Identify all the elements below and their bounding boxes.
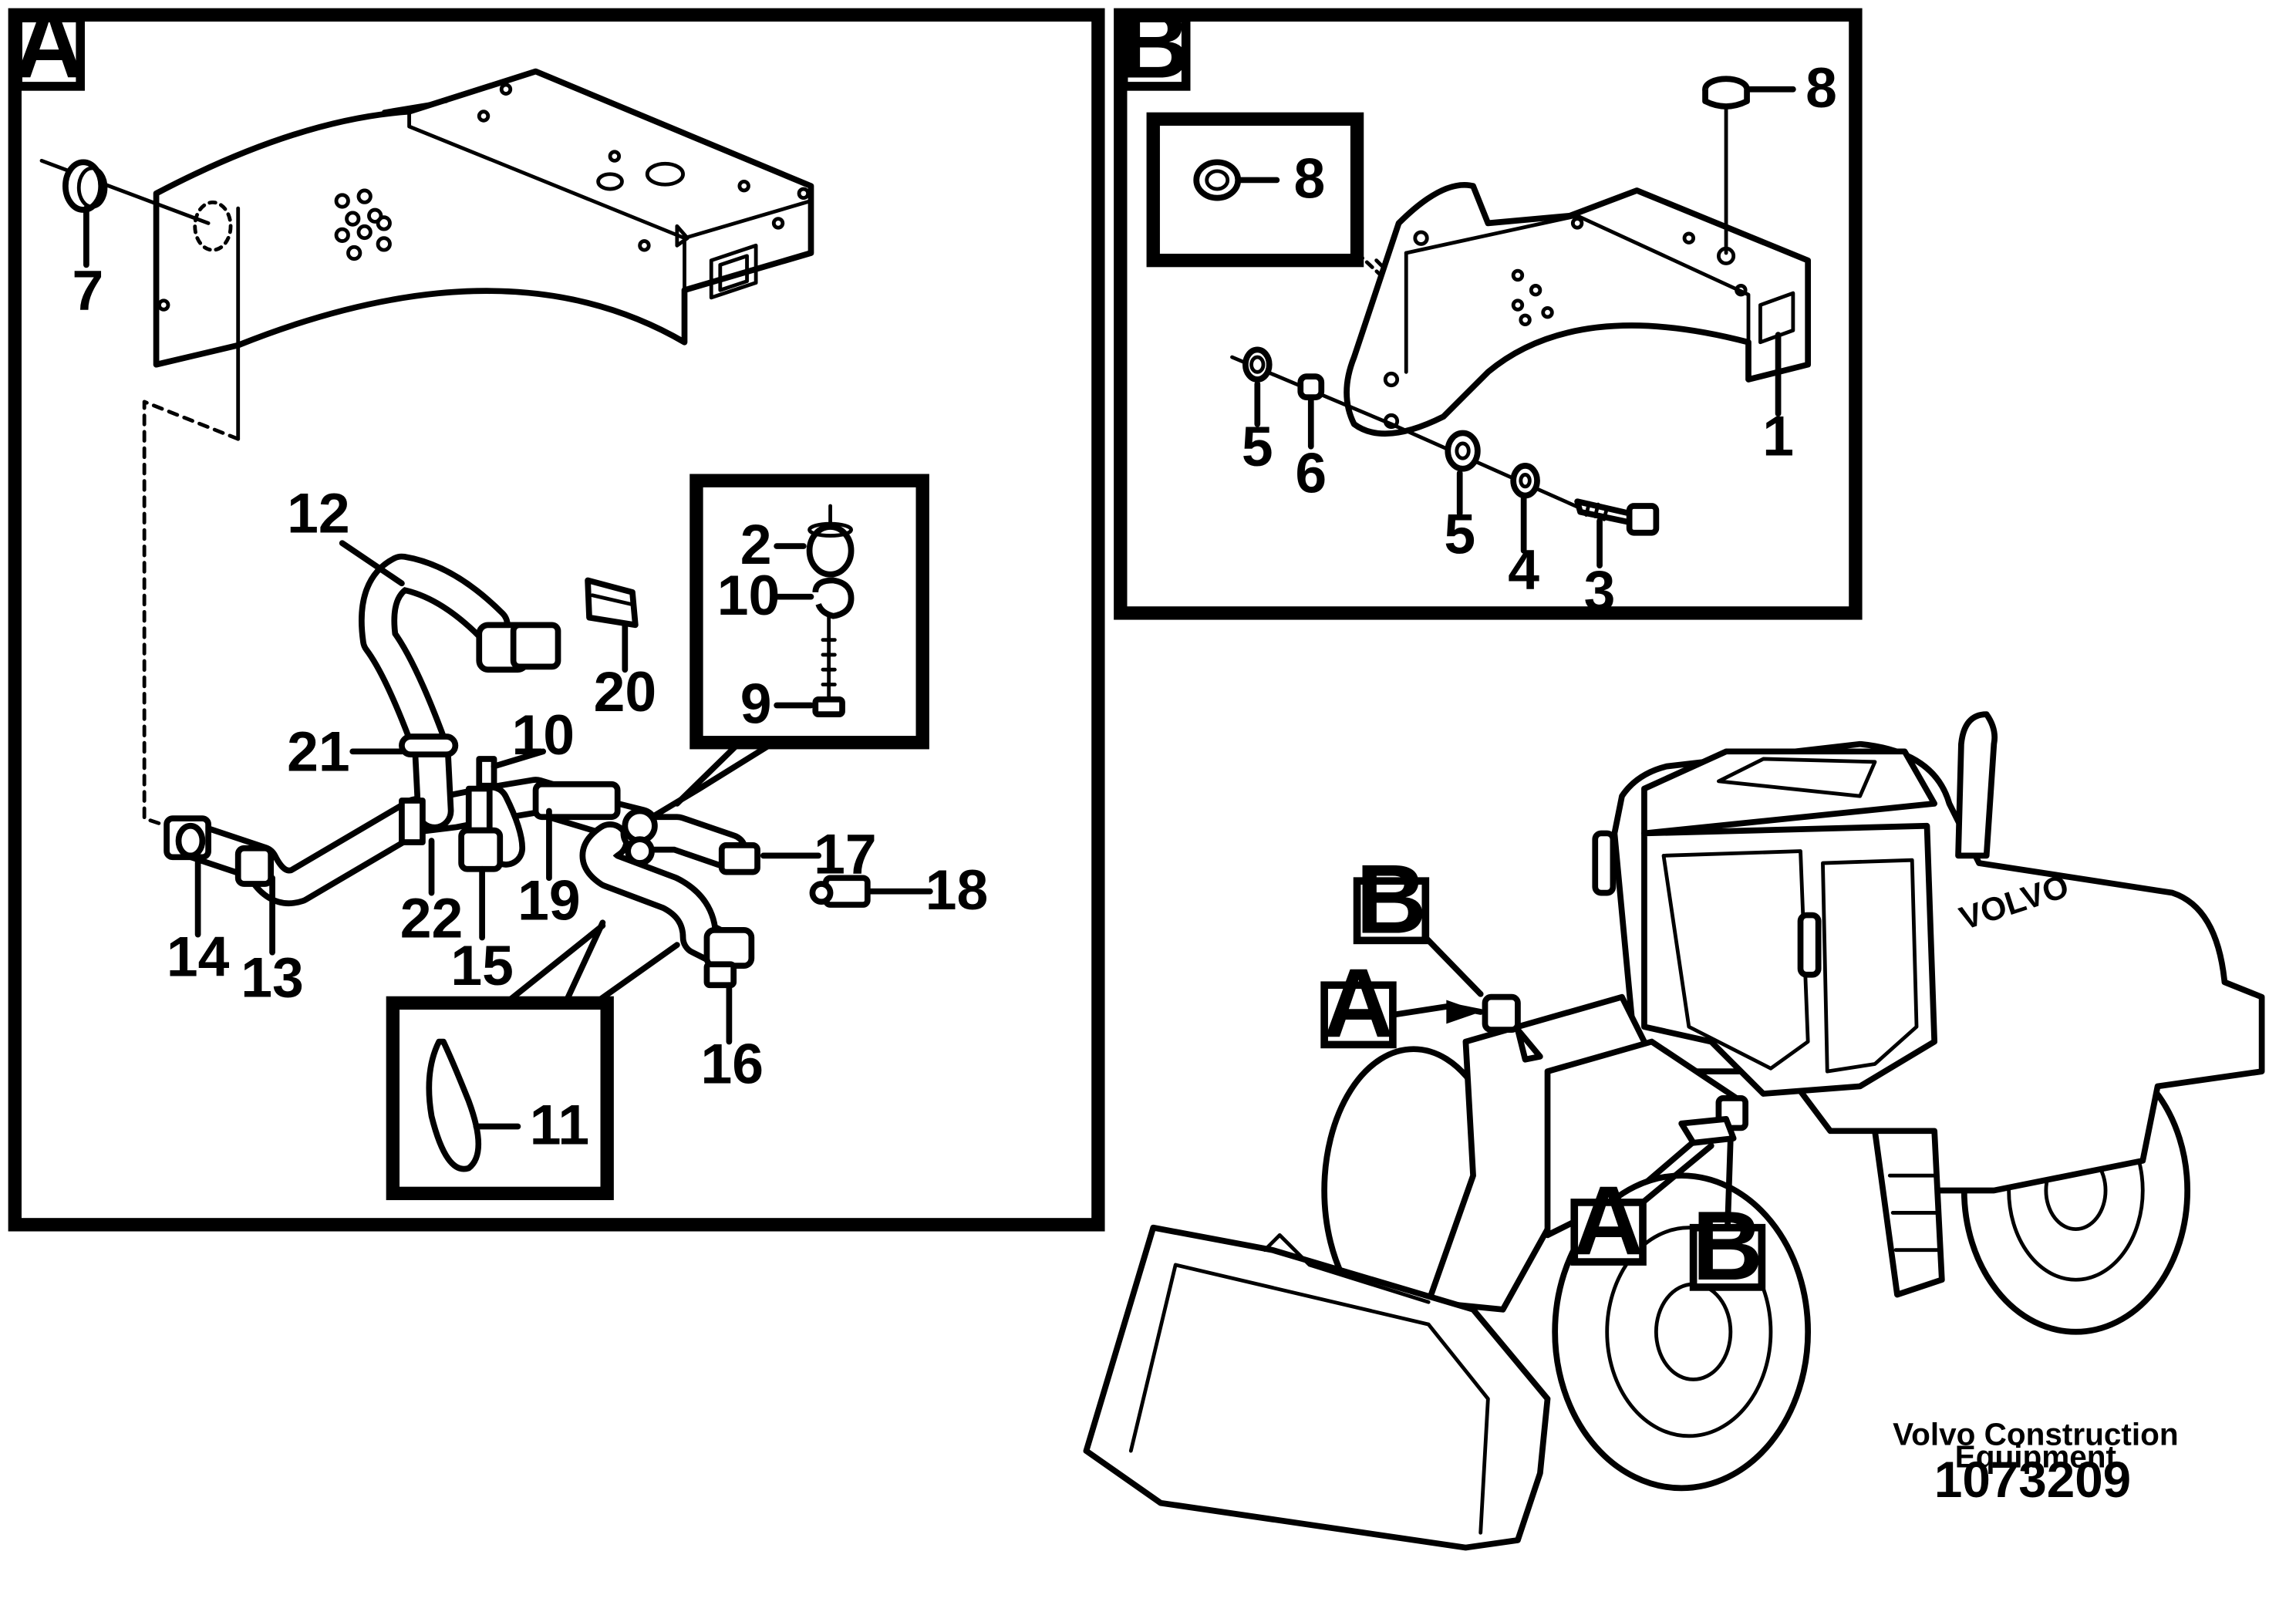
panel-a-letter: A xyxy=(14,0,85,98)
callout-a-18: 18 xyxy=(925,858,989,922)
grommet-8-body xyxy=(1702,89,1750,110)
cover-bracket xyxy=(153,68,814,441)
part-7-grommet xyxy=(39,158,211,268)
panel-b-letter-box xyxy=(1118,13,1191,91)
callout-b-1: 1 xyxy=(1762,404,1794,467)
callout-a-16: 16 xyxy=(700,1033,764,1096)
machine-tag-a-lower: A xyxy=(1573,1165,1644,1275)
wire-harness xyxy=(164,553,871,989)
callout-a-10: 10 xyxy=(511,703,575,767)
callout-a-17: 17 xyxy=(814,823,877,886)
drawing-number: 1073209 xyxy=(1934,1452,2131,1508)
callout-a-19: 19 xyxy=(518,868,581,932)
mounting-bracket xyxy=(1344,182,1812,437)
panel-b-frame xyxy=(1114,8,1863,620)
callout-b-3: 3 xyxy=(1584,559,1616,622)
panel-b-letter: B xyxy=(1119,0,1190,98)
callout-b-4: 4 xyxy=(1508,538,1539,602)
callout-a-15: 15 xyxy=(450,934,514,997)
callout-a-20: 20 xyxy=(594,660,657,723)
fasteners-left xyxy=(1230,346,1394,450)
callout-b-5a: 5 xyxy=(1242,415,1273,478)
detail-box-cable-tie xyxy=(386,919,680,1201)
machine-tag-b-lower: B xyxy=(1692,1191,1763,1300)
callout-a-13: 13 xyxy=(241,946,304,1010)
callout-a-14: 14 xyxy=(167,926,230,989)
machine-tag-a-upper: A xyxy=(1323,949,1394,1058)
callout-a-12: 12 xyxy=(287,482,350,545)
fasteners-right xyxy=(1389,332,1782,569)
panel-a-leaders xyxy=(194,540,933,1045)
machine-tag-callouts: B A A B xyxy=(1320,845,1766,1300)
panel-a: A xyxy=(8,0,1105,1232)
panel-a-letter-box xyxy=(13,13,85,91)
callout-b-8a: 8 xyxy=(1293,147,1325,211)
callout-a-21: 21 xyxy=(287,720,350,783)
callout-a-10b: 10 xyxy=(717,564,781,627)
callout-b-8: 8 xyxy=(1805,56,1837,120)
panel-a-frame xyxy=(8,8,1105,1232)
callout-a-9: 9 xyxy=(740,673,772,736)
callout-b-6: 6 xyxy=(1295,442,1327,505)
detail-box-clamp xyxy=(652,474,929,819)
footer-company-line2: Equipment xyxy=(1955,1438,2116,1474)
callout-b-5b: 5 xyxy=(1444,503,1475,566)
machine-tag-b-upper: B xyxy=(1356,845,1427,954)
panel-b: B 8 8 xyxy=(1114,0,1863,622)
callout-a-22: 22 xyxy=(400,886,464,949)
routing-dashed-line xyxy=(142,400,241,831)
callout-a-7: 7 xyxy=(72,258,103,322)
footer-company-line1: Volvo Construction xyxy=(1893,1416,2179,1452)
callout-a-11: 11 xyxy=(530,1094,589,1157)
callout-a-2: 2 xyxy=(740,513,772,576)
